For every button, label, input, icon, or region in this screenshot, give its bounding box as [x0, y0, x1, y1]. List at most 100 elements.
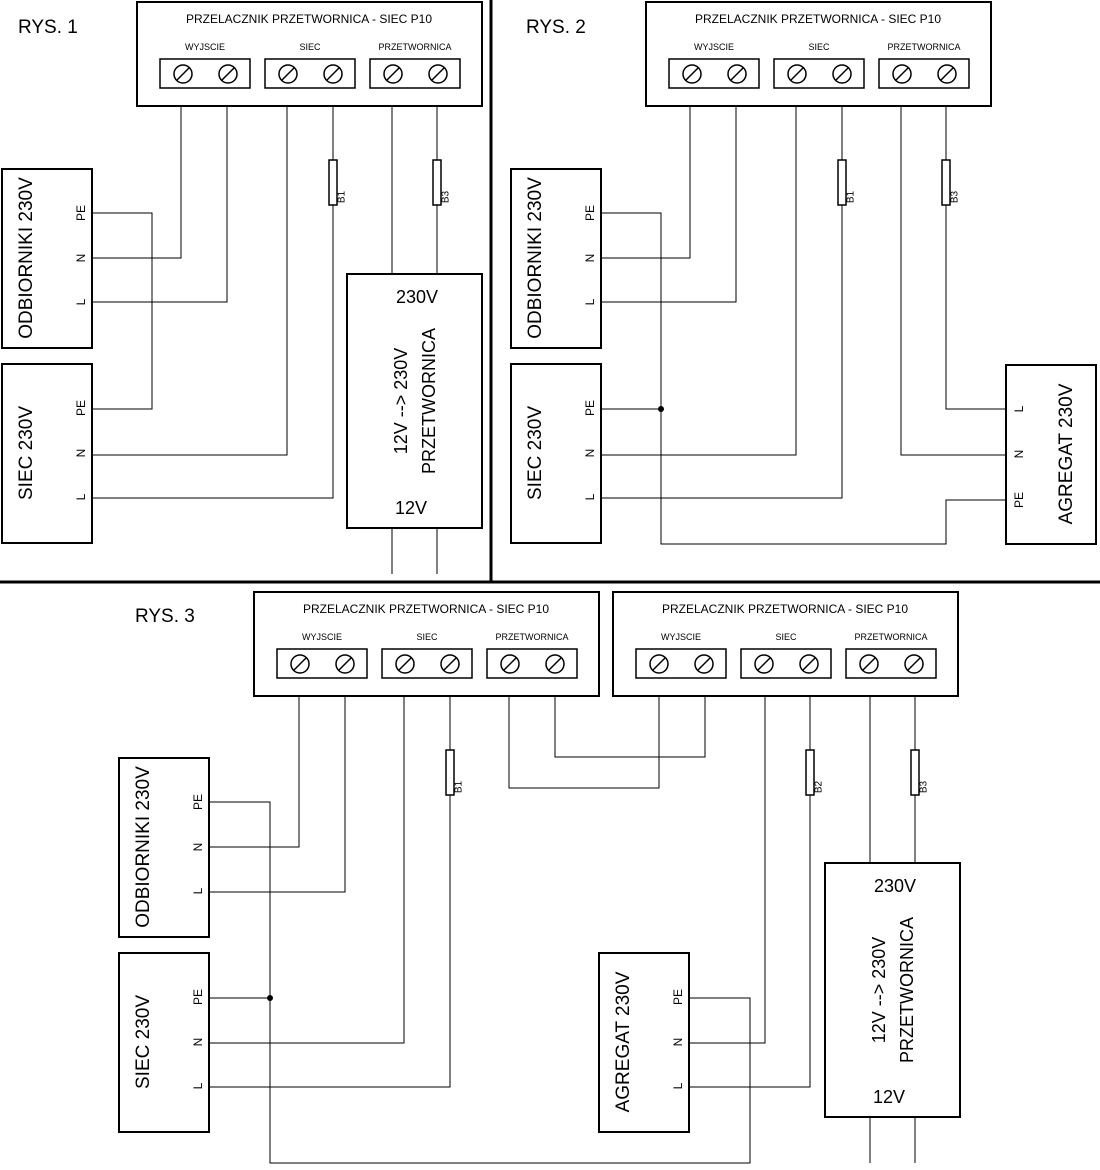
- switch-group-label-mains: SIEC: [299, 42, 321, 52]
- loads-box-label: ODBIORNIKI 230V: [16, 177, 37, 339]
- terminal-screw: [500, 654, 520, 674]
- pin-label-l: L: [74, 298, 88, 305]
- figure-label-rys3: RYS. 3: [135, 606, 195, 627]
- switch-group-label-converter: PRZETWORNICA: [888, 42, 961, 52]
- switch-group-label-mains: SIEC: [775, 632, 797, 642]
- pin-label-l: L: [1012, 405, 1026, 412]
- figure-label-rys2: RYS. 2: [526, 17, 586, 38]
- pin-label-pe: PE: [583, 400, 597, 416]
- terminal-screw: [859, 654, 879, 674]
- figure-label-rys1: RYS. 1: [18, 17, 78, 38]
- switch-group-label-output: WYJSCIE: [661, 632, 701, 642]
- terminal-screw: [832, 64, 852, 84]
- switch-group-label-output: WYJSCIE: [302, 632, 342, 642]
- mains-box-body: [510, 363, 602, 544]
- converter-line2: PRZETWORNICA: [897, 917, 917, 1063]
- switch-group-label-converter: PRZETWORNICA: [379, 42, 452, 52]
- generator-box-body: [598, 952, 690, 1133]
- loads-box-body: [510, 168, 602, 349]
- pin-label-pe: PE: [191, 989, 205, 1005]
- pin-label-n: N: [1012, 450, 1026, 459]
- fuse-body: [445, 749, 455, 796]
- terminal-screw: [545, 654, 565, 674]
- pin-label-n: N: [74, 254, 88, 263]
- terminal-screw: [727, 64, 747, 84]
- converter-line2: PRZETWORNICA: [419, 328, 439, 474]
- pin-label-l: L: [583, 493, 597, 500]
- wire: [210, 801, 751, 1164]
- pin-label-pe: PE: [191, 794, 205, 810]
- fuse-body: [805, 749, 815, 796]
- terminal-screw: [218, 64, 238, 84]
- wire: [554, 676, 706, 758]
- terminal-screw: [440, 654, 460, 674]
- generator-box-label: AGREGAT 230V: [1056, 383, 1077, 524]
- pin-label-pe: PE: [1012, 492, 1026, 508]
- pin-label-l: L: [583, 298, 597, 305]
- switch-group-label-converter: PRZETWORNICA: [496, 632, 569, 642]
- terminal-screw: [335, 654, 355, 674]
- converter-input-label: 12V: [395, 498, 427, 518]
- wire: [508, 676, 660, 789]
- fuse-body: [910, 749, 920, 796]
- terminal-screw: [694, 654, 714, 674]
- converter-input-label: 12V: [873, 1087, 905, 1107]
- fuse-label: B1: [846, 190, 857, 203]
- switch-title: PRZELACZNIK PRZETWORNICA - SIEC P10: [303, 602, 549, 616]
- terminal-screw: [682, 64, 702, 84]
- fuse-label: B2: [814, 780, 825, 793]
- mains-box-label: SIEC 230V: [525, 406, 546, 500]
- fuse-label: B1: [337, 190, 348, 203]
- terminal-screw: [383, 64, 403, 84]
- generator-box: AGREGAT 230V L N PE: [1005, 364, 1097, 545]
- switch-title: PRZELACZNIK PRZETWORNICA - SIEC P10: [186, 12, 432, 26]
- switch-group-label-converter: PRZETWORNICA: [855, 632, 928, 642]
- fuse-b2: B2: [805, 749, 825, 796]
- figure-labels: RYS. 1 RYS. 2 RYS. 3: [18, 17, 586, 627]
- terminal-screw: [904, 654, 924, 674]
- junction-dot: [658, 406, 664, 412]
- fuse-body: [432, 159, 442, 206]
- converter-body: [346, 273, 483, 529]
- mains-box-body: [118, 952, 210, 1133]
- fuse-body: [837, 159, 847, 206]
- fuse-b3: B3: [941, 159, 961, 206]
- wire: [92, 86, 228, 303]
- wire: [602, 86, 797, 456]
- fuse-label: B3: [950, 190, 961, 203]
- terminal-screw: [892, 64, 912, 84]
- loads-box-label: ODBIORNIKI 230V: [133, 766, 154, 928]
- fuse-body: [941, 159, 951, 206]
- mains-box-body: [1, 363, 93, 544]
- terminal-screw: [428, 64, 448, 84]
- fuse-b3: B3: [910, 749, 930, 796]
- wire: [92, 86, 288, 456]
- pin-label-n: N: [671, 1038, 685, 1047]
- dividers: [0, 0, 1100, 584]
- generator-box-label: AGREGAT 230V: [613, 971, 634, 1112]
- fuse-b1: B1: [837, 159, 857, 206]
- wire: [92, 86, 182, 259]
- terminal-screw: [649, 654, 669, 674]
- wire: [210, 676, 451, 1088]
- terminal-screw: [278, 64, 298, 84]
- switch-group-label-mains: SIEC: [416, 632, 438, 642]
- switch-p10: PRZELACZNIK PRZETWORNICA - SIEC P10WYJSC…: [136, 1, 483, 107]
- pin-label-pe: PE: [74, 400, 88, 416]
- pin-label-n: N: [74, 449, 88, 458]
- wire: [602, 86, 843, 499]
- converter-line1: 12V --> 230V: [391, 348, 411, 455]
- wire: [945, 86, 1005, 410]
- terminal-screw: [787, 64, 807, 84]
- switch-group-label-output: WYJSCIE: [694, 42, 734, 52]
- fuse-label: B3: [919, 780, 930, 793]
- mains-box-label: SIEC 230V: [16, 406, 37, 500]
- pin-label-l: L: [671, 1082, 685, 1089]
- terminal-screw: [323, 64, 343, 84]
- pin-label-n: N: [583, 254, 597, 263]
- terminal-screw: [937, 64, 957, 84]
- terminal-screw: [290, 654, 310, 674]
